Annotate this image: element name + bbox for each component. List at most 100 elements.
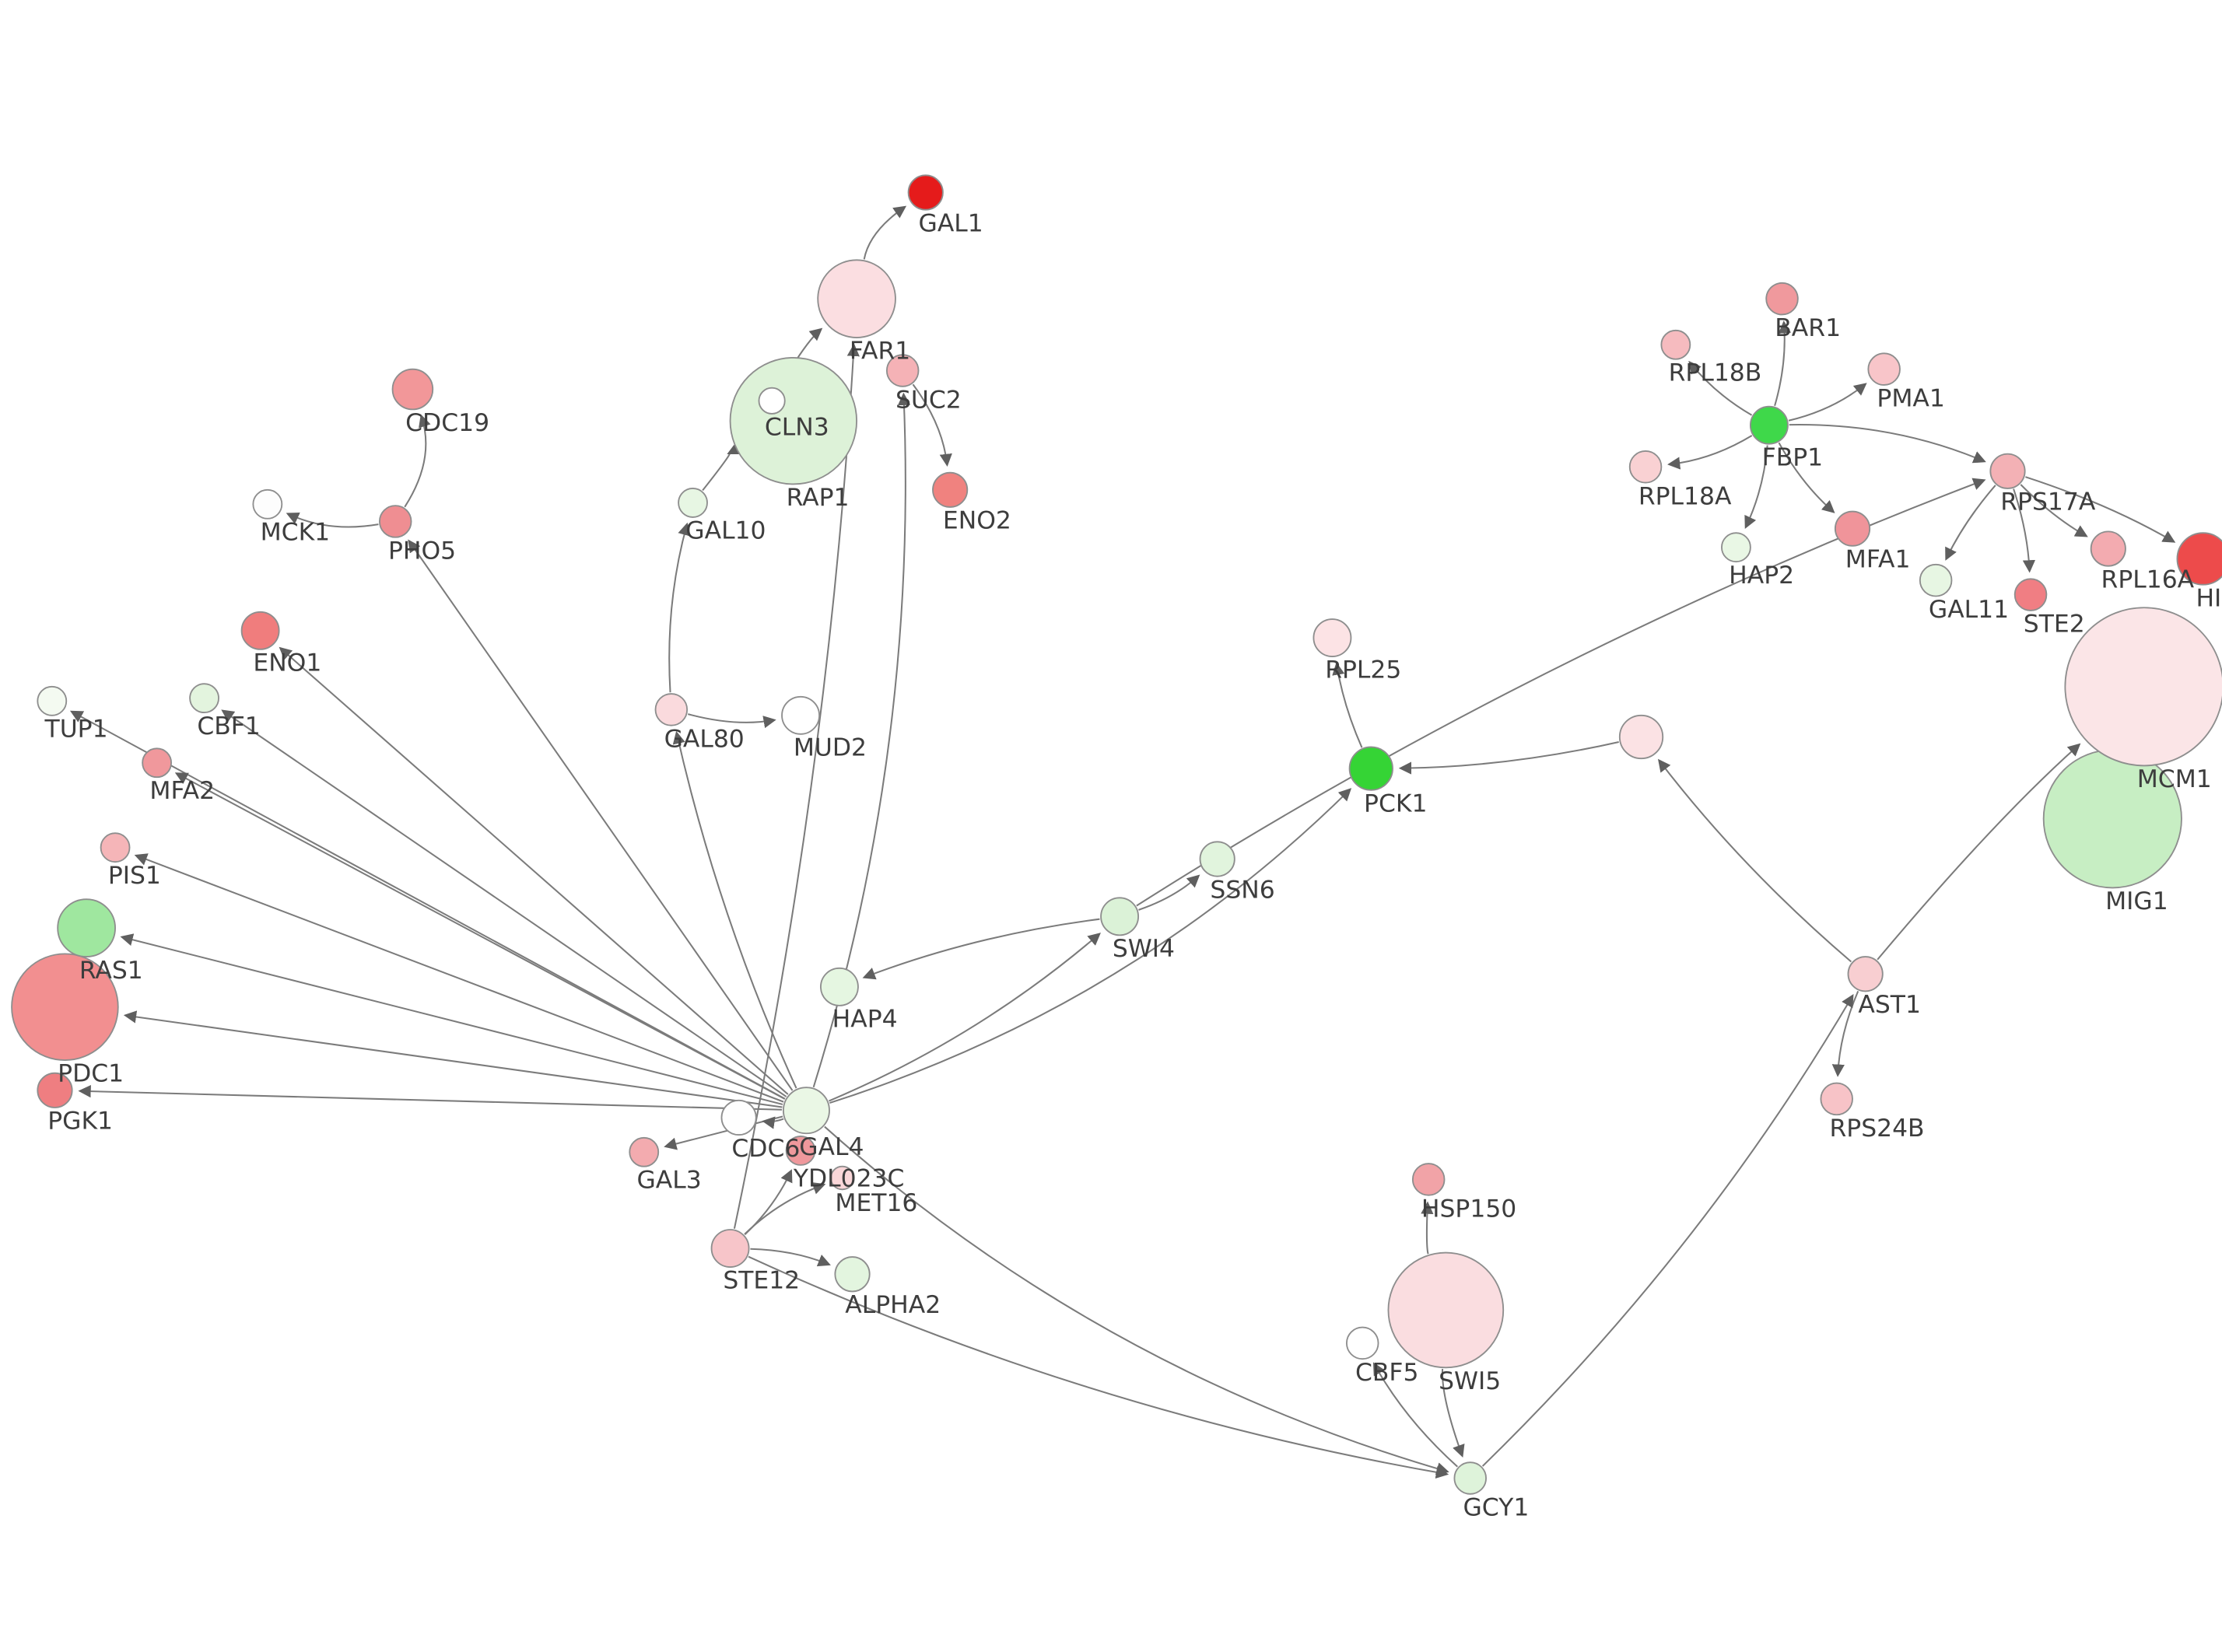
edge-PCK1-RPL25[interactable] bbox=[1332, 662, 1363, 748]
node-MFA2[interactable] bbox=[142, 747, 173, 779]
edge-FBP1-RPL18B[interactable] bbox=[1688, 360, 1753, 416]
node-CDC6[interactable] bbox=[720, 1099, 757, 1136]
node-PHO5[interactable] bbox=[378, 505, 412, 538]
node-RPL16A[interactable] bbox=[2090, 530, 2126, 567]
node-MUD2[interactable] bbox=[781, 695, 820, 735]
node-RPL25[interactable] bbox=[1313, 618, 1352, 657]
edge-GAL4-PIS1[interactable] bbox=[134, 853, 784, 1103]
node-AST1[interactable] bbox=[1847, 956, 1884, 992]
edge-GAL4-GCY1[interactable] bbox=[824, 1125, 1449, 1475]
node-YDL023C[interactable] bbox=[785, 1136, 816, 1166]
node-PDC1[interactable] bbox=[11, 953, 119, 1061]
edge-FAR1-GAL1[interactable] bbox=[863, 205, 907, 260]
node-MET16[interactable] bbox=[829, 1165, 855, 1191]
node-HSP150[interactable] bbox=[1411, 1163, 1446, 1196]
node-GAL4[interactable] bbox=[782, 1087, 830, 1135]
edge-GAL4-PDC1[interactable] bbox=[123, 1010, 783, 1108]
edge-GAL4-RAS1[interactable] bbox=[120, 933, 783, 1105]
node-HIS4[interactable] bbox=[2176, 532, 2222, 586]
edge-RPS17A-STE2[interactable] bbox=[2013, 488, 2036, 573]
edge-STE12-FAR1[interactable] bbox=[733, 343, 860, 1229]
node-SWI4[interactable] bbox=[1100, 897, 1140, 936]
node-RPS17A[interactable] bbox=[1989, 453, 2026, 489]
node-HAP2[interactable] bbox=[1721, 532, 1751, 563]
edge-GAL4-PHO5[interactable] bbox=[408, 539, 794, 1091]
node-PCK1[interactable] bbox=[1348, 746, 1393, 791]
edge-GAL4-CDC6[interactable] bbox=[762, 1116, 784, 1129]
edge-FBP1-HAP2[interactable] bbox=[1744, 445, 1768, 530]
edge-AST1-RPS24B[interactable] bbox=[1831, 991, 1859, 1077]
node-RAP1[interactable] bbox=[729, 356, 858, 485]
node-CBF1[interactable] bbox=[189, 683, 219, 714]
edge-FBP1-RPS17A[interactable] bbox=[1789, 424, 1986, 464]
edge-GAL4-PGK1[interactable] bbox=[78, 1084, 783, 1111]
node-GAL11[interactable] bbox=[1919, 563, 1953, 597]
edge-GAL4-MFA2[interactable] bbox=[174, 772, 786, 1100]
node-BAR1[interactable] bbox=[1765, 282, 1799, 316]
node-MCK1[interactable] bbox=[252, 488, 283, 520]
node-RPS24B[interactable] bbox=[1820, 1082, 1853, 1116]
edge-GCY1-AST1[interactable] bbox=[1481, 994, 1854, 1467]
edge-GAL4-TUP1[interactable] bbox=[69, 710, 786, 1100]
edge-FBP1-MFA1[interactable] bbox=[1778, 442, 1835, 513]
edge-FBP1-BAR1[interactable] bbox=[1774, 320, 1792, 407]
edge-FBP1-RPL18A[interactable] bbox=[1667, 435, 1753, 470]
edge-FBP1-PMA1[interactable] bbox=[1788, 383, 1867, 422]
edge-STE12-ALPHA2[interactable] bbox=[750, 1248, 831, 1267]
node-ENO2[interactable] bbox=[932, 471, 969, 508]
node-CDC19[interactable] bbox=[391, 368, 434, 411]
edge-RPS17A-GAL11[interactable] bbox=[1945, 485, 1996, 561]
edge-GAL10-RAP1[interactable] bbox=[702, 443, 741, 492]
node-GAL1[interactable] bbox=[907, 174, 944, 211]
node-MFA1[interactable] bbox=[1834, 510, 1871, 547]
edge-SWI5-GCY1[interactable] bbox=[1441, 1368, 1465, 1458]
edge-GAL80-GAL10[interactable] bbox=[668, 522, 691, 693]
node-NODE1[interactable] bbox=[1618, 714, 1664, 760]
node-RAS1[interactable] bbox=[57, 898, 116, 957]
edge-RPS17A-RPL16A[interactable] bbox=[2020, 484, 2088, 537]
edge-GAL4-ENO1[interactable] bbox=[279, 646, 789, 1095]
node-GAL3[interactable] bbox=[629, 1136, 660, 1167]
node-CLN3[interactable] bbox=[758, 387, 786, 415]
node-SUC2[interactable] bbox=[885, 354, 920, 387]
edge-SWI4-HAP4[interactable] bbox=[862, 918, 1100, 980]
node-GCY1[interactable] bbox=[1453, 1461, 1487, 1495]
edge-RPS17A-HIS4[interactable] bbox=[2025, 476, 2176, 543]
node-RPL18B[interactable] bbox=[1660, 329, 1691, 360]
edge-STE12-MET16[interactable] bbox=[744, 1182, 826, 1235]
edge-GAL80-MUD2[interactable] bbox=[687, 713, 776, 729]
node-STE2[interactable] bbox=[2013, 578, 2048, 611]
node-GAL80[interactable] bbox=[654, 693, 689, 726]
node-SWI5[interactable] bbox=[1387, 1251, 1505, 1369]
edge-GAL4-GAL80[interactable] bbox=[672, 730, 797, 1089]
node-MCM1[interactable] bbox=[2064, 607, 2222, 767]
edge-AST1-MCM1[interactable] bbox=[1877, 743, 2081, 961]
node-ALPHA2[interactable] bbox=[834, 1256, 871, 1293]
node-TUP1[interactable] bbox=[37, 685, 68, 716]
edge-PHO5-MCK1[interactable] bbox=[286, 512, 379, 528]
edge-STE12-GCY1[interactable] bbox=[748, 1255, 1449, 1479]
node-PMA1[interactable] bbox=[1867, 352, 1901, 386]
node-CBF5[interactable] bbox=[1345, 1326, 1379, 1360]
node-STE12[interactable] bbox=[710, 1229, 750, 1268]
node-SSN6[interactable] bbox=[1199, 841, 1235, 877]
edge-GAL4-CBF1[interactable] bbox=[221, 709, 787, 1097]
edge-GAL4-PCK1[interactable] bbox=[829, 788, 1352, 1104]
edge-STE12-YDL023C[interactable] bbox=[744, 1169, 793, 1236]
edge-SWI5-HSP150[interactable] bbox=[1421, 1201, 1434, 1255]
node-MIG1[interactable] bbox=[2042, 749, 2182, 889]
node-GAL10[interactable] bbox=[678, 488, 708, 518]
edge-GCY1-CBF5[interactable] bbox=[1372, 1362, 1458, 1468]
node-ENO1[interactable] bbox=[240, 611, 280, 650]
node-FAR1[interactable] bbox=[817, 259, 896, 338]
edge-AST1-NODE1[interactable] bbox=[1658, 758, 1852, 963]
node-HAP4[interactable] bbox=[819, 967, 859, 1006]
edge-NODE1-PCK1[interactable] bbox=[1398, 740, 1619, 775]
edge-SWI4-SSN6[interactable] bbox=[1138, 874, 1200, 911]
edge-PHO5-CDC19[interactable] bbox=[404, 414, 431, 508]
node-PIS1[interactable] bbox=[100, 832, 131, 863]
node-RPL18A[interactable] bbox=[1628, 450, 1663, 484]
node-PGK1[interactable] bbox=[37, 1072, 73, 1108]
node-FBP1[interactable] bbox=[1749, 405, 1789, 445]
edge-SUC2-ENO2[interactable] bbox=[912, 383, 952, 467]
